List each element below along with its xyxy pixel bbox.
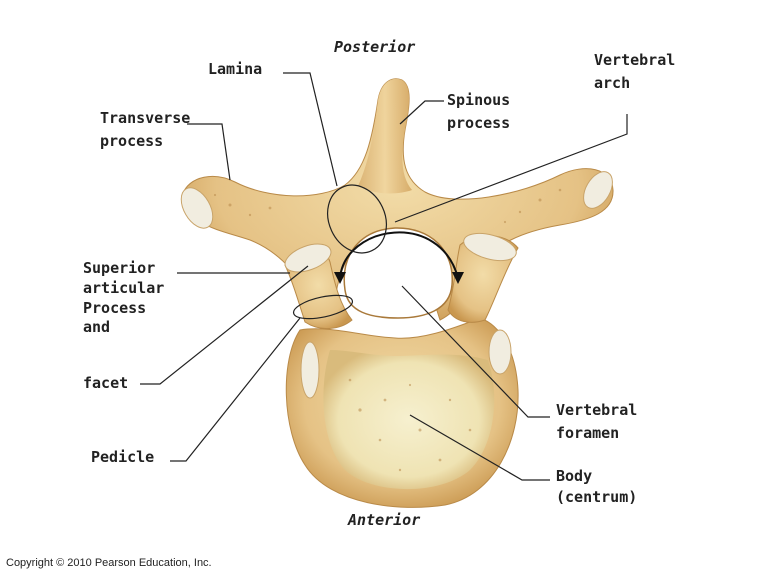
vertebral-foramen-shape [343, 227, 453, 319]
label-body-line1: Body [556, 467, 593, 485]
label-vertebral-arch-line2: arch [594, 74, 631, 92]
label-facet: facet [83, 374, 129, 392]
spinous-process-shape [358, 78, 412, 194]
vertebral-body-center [323, 350, 495, 490]
bone-texture [213, 188, 562, 472]
label-transverse-process-line2: process [100, 132, 164, 150]
arrow-head-left [334, 272, 346, 284]
copyright-notice: Copyright © 2010 Pearson Education, Inc. [6, 557, 212, 569]
left-transverse-cap [180, 187, 214, 229]
label-posterior: Posterior [334, 38, 416, 56]
right-transverse-cap [583, 171, 613, 209]
label-superior-articular-line4: and [83, 318, 111, 336]
label-anterior: Anterior [348, 511, 421, 529]
arrow-head-right [452, 272, 464, 284]
label-superior-articular-line1: Superior [83, 259, 156, 277]
vertebral-arch-arrow [339, 231, 459, 279]
label-pedicle: Pedicle [91, 448, 155, 466]
label-superior-articular-line3: Process [83, 299, 147, 317]
label-spinous-process-line2: process [447, 114, 511, 132]
label-transverse-process-line1: Transverse [100, 109, 191, 127]
label-vertebral-arch-line1: Vertebral [594, 51, 676, 69]
label-lamina: Lamina [208, 60, 263, 78]
right-articular-facet [463, 232, 517, 262]
leader-lines [140, 72, 628, 481]
label-body-line2: (centrum) [556, 488, 638, 506]
left-body-facet [300, 341, 320, 399]
left-articular-facet [284, 243, 332, 273]
label-vertebral-foramen-line2: foramen [556, 424, 620, 442]
label-superior-articular-line2: articular [83, 279, 165, 297]
label-spinous-process-line1: Spinous [447, 91, 511, 109]
right-body-facet [488, 329, 512, 375]
label-vertebral-foramen-line1: Vertebral [556, 401, 638, 419]
